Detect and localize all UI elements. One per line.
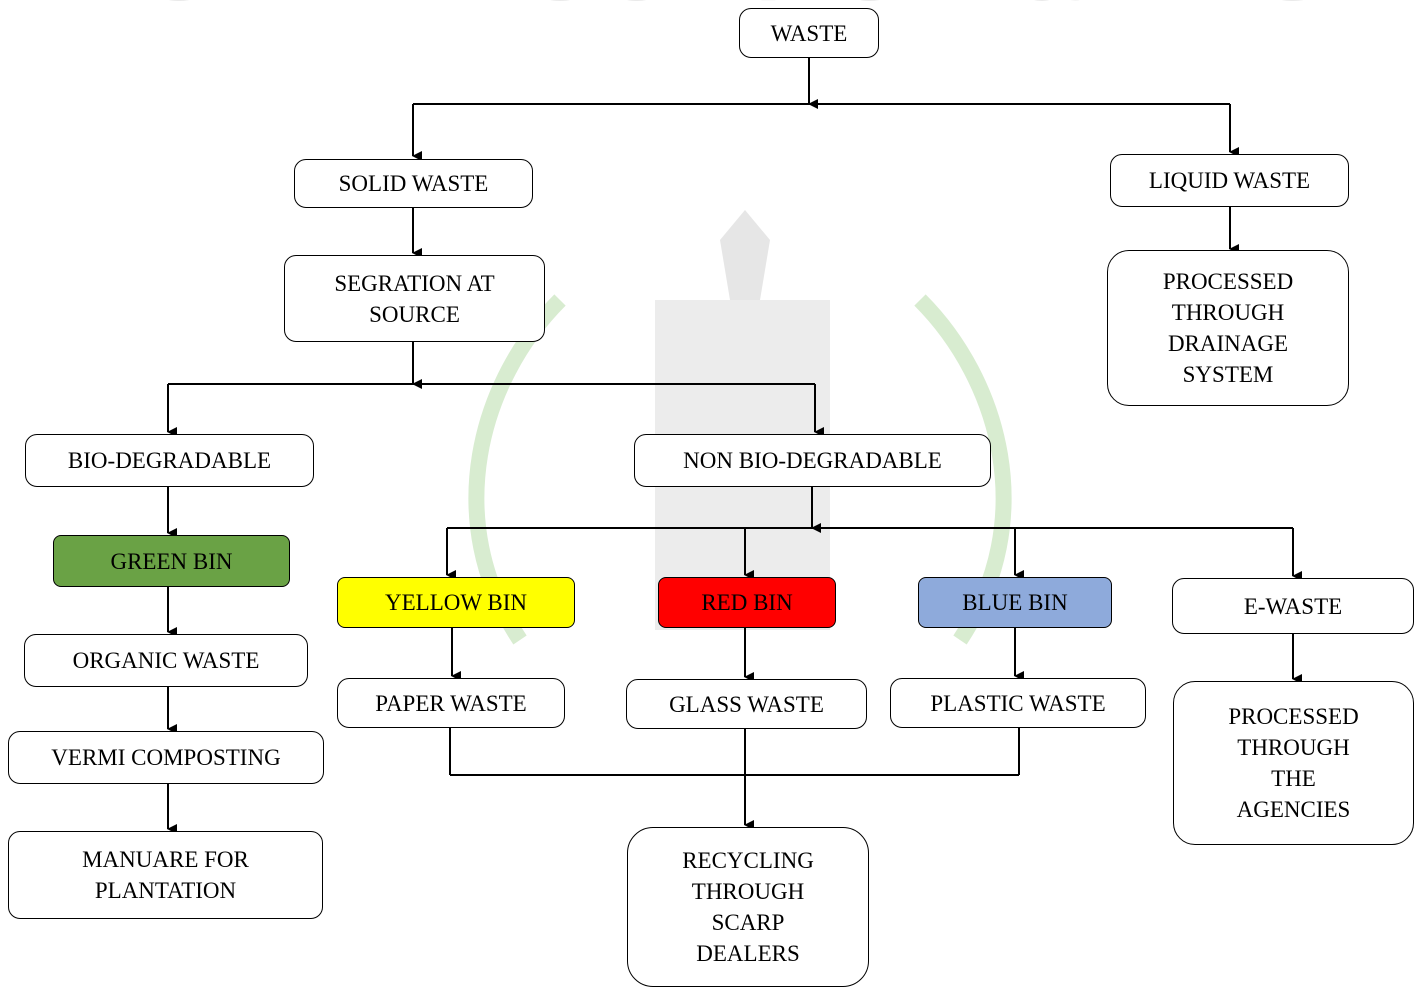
node-paper-waste: PAPER WASTE	[337, 678, 565, 728]
node-agencies-processing: PROCESSED THROUGH THE AGENCIES	[1173, 681, 1414, 845]
node-waste: WASTE	[739, 8, 879, 58]
node-blue-bin: BLUE BIN	[918, 577, 1112, 628]
node-organic-waste: ORGANIC WASTE	[24, 634, 308, 687]
node-recycling-scrap-dealers: RECYCLING THROUGH SCARP DEALERS	[627, 827, 869, 987]
node-liquid-waste: LIQUID WASTE	[1110, 154, 1349, 207]
node-manure-for-plantation: MANUARE FOR PLANTATION	[8, 831, 323, 919]
node-e-waste: E-WASTE	[1172, 578, 1414, 634]
node-segregation-at-source: SEGRATION AT SOURCE	[284, 255, 545, 342]
node-non-bio-degradable: NON BIO-DEGRADABLE	[634, 434, 991, 487]
node-bio-degradable: BIO-DEGRADABLE	[25, 434, 314, 487]
node-vermi-composting: VERMI COMPOSTING	[8, 731, 324, 784]
node-green-bin: GREEN BIN	[53, 535, 290, 587]
node-drainage-processing: PROCESSED THROUGH DRAINAGE SYSTEM	[1107, 250, 1349, 406]
node-glass-waste: GLASS WASTE	[626, 679, 867, 729]
node-plastic-waste: PLASTIC WASTE	[890, 678, 1146, 728]
node-red-bin: RED BIN	[658, 577, 836, 628]
node-solid-waste: SOLID WASTE	[294, 159, 533, 208]
node-yellow-bin: YELLOW BIN	[337, 577, 575, 628]
